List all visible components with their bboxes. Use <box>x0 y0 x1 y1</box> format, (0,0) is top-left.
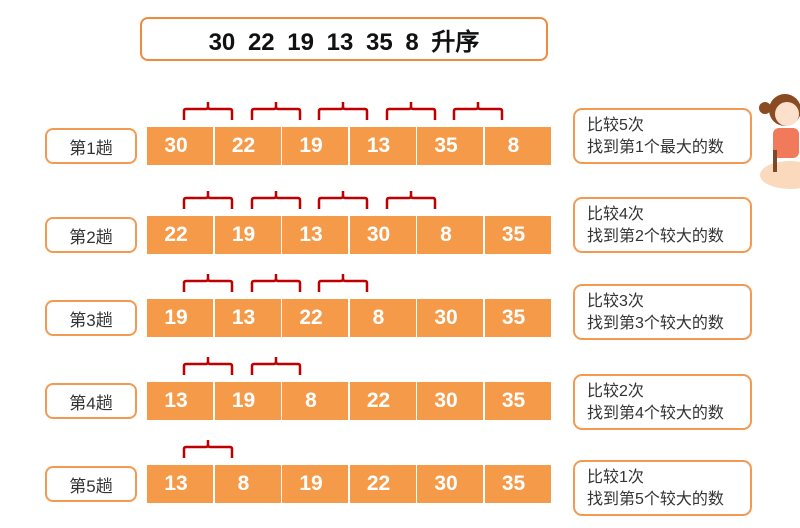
pass-note: 比较2次找到第4个较大的数 <box>573 374 752 430</box>
array-cell: 19 <box>214 216 281 254</box>
compare-count: 比较1次 <box>587 469 644 486</box>
girl-illustration <box>759 94 800 189</box>
array-cell: 35 <box>484 465 551 503</box>
array-cell: 19 <box>214 382 281 420</box>
pass-note: 比较1次找到第5个较大的数 <box>573 460 752 516</box>
array-cell: 13 <box>214 299 281 337</box>
array-cell: 13 <box>147 465 213 503</box>
result-text: 找到第1个最大的数 <box>587 139 724 156</box>
compare-count: 比较5次 <box>587 117 644 134</box>
array-cell: 13 <box>349 127 416 165</box>
array-cell: 8 <box>484 127 551 165</box>
comparison-bracket <box>250 274 301 292</box>
pass-label: 第5趟 <box>45 466 137 502</box>
array-cell: 19 <box>282 465 348 503</box>
compare-count: 比较4次 <box>587 206 644 223</box>
pass-note: 比较3次找到第3个较大的数 <box>573 284 752 340</box>
pass-note: 比较4次找到第2个较大的数 <box>573 197 752 253</box>
pass-label: 第1趟 <box>45 128 137 164</box>
comparison-bracket <box>385 191 436 209</box>
comparison-bracket <box>317 191 369 209</box>
array-cell: 35 <box>417 127 483 165</box>
array-cell: 22 <box>214 127 281 165</box>
pass-label: 第2趟 <box>45 217 137 253</box>
comparison-bracket <box>182 274 234 292</box>
array-cell: 13 <box>147 382 213 420</box>
array-cell: 30 <box>417 465 483 503</box>
array-cell: 35 <box>484 216 551 254</box>
comparison-bracket <box>452 102 504 120</box>
array-cell: 13 <box>282 216 348 254</box>
result-text: 找到第2个较大的数 <box>587 228 724 245</box>
array-cell: 19 <box>147 299 213 337</box>
result-text: 找到第5个较大的数 <box>587 491 724 508</box>
array-cell: 35 <box>484 382 551 420</box>
compare-count: 比较2次 <box>587 383 644 400</box>
comparison-bracket <box>182 357 234 375</box>
array-cell: 22 <box>349 465 416 503</box>
array-cell: 22 <box>349 382 416 420</box>
comparison-bracket <box>385 102 436 120</box>
array-cell: 30 <box>147 127 213 165</box>
pass-label: 第3趟 <box>45 300 137 336</box>
array-cell: 8 <box>349 299 416 337</box>
pass-note: 比较5次找到第1个最大的数 <box>573 108 752 164</box>
compare-count: 比较3次 <box>587 293 644 310</box>
comparison-bracket <box>250 357 301 375</box>
comparison-bracket <box>250 191 301 209</box>
comparison-bracket <box>317 102 369 120</box>
comparison-bracket <box>182 102 234 120</box>
array-cell: 30 <box>417 299 483 337</box>
comparison-bracket <box>317 274 369 292</box>
array-cell: 30 <box>349 216 416 254</box>
sequence-title: 30 22 19 13 35 8 升序 <box>140 17 548 61</box>
comparison-bracket <box>182 440 234 458</box>
pass-label: 第4趟 <box>45 383 137 419</box>
array-cell: 22 <box>282 299 348 337</box>
result-text: 找到第4个较大的数 <box>587 405 724 422</box>
array-cell: 30 <box>417 382 483 420</box>
comparison-bracket <box>182 191 234 209</box>
array-cell: 8 <box>214 465 281 503</box>
array-cell: 22 <box>147 216 213 254</box>
array-cell: 35 <box>484 299 551 337</box>
array-cell: 8 <box>417 216 483 254</box>
array-cell: 8 <box>282 382 348 420</box>
array-cell: 19 <box>282 127 348 165</box>
comparison-bracket <box>250 102 301 120</box>
result-text: 找到第3个较大的数 <box>587 315 724 332</box>
